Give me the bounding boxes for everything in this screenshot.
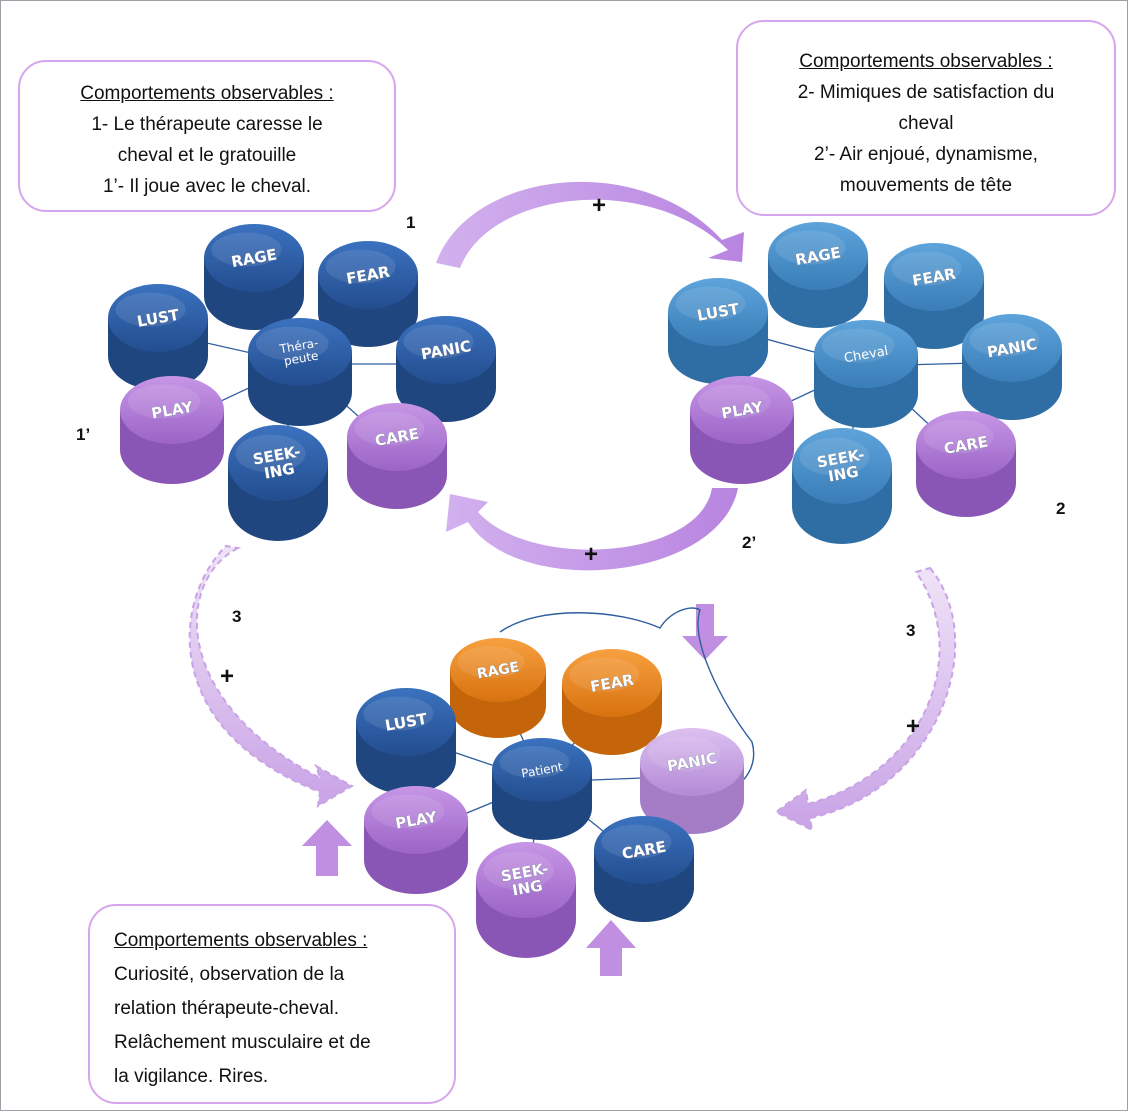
- patient-node-play: PLAY: [364, 786, 468, 894]
- horse-node-lust: LUST: [668, 278, 768, 384]
- arrow-horse-to-therapist: [446, 488, 738, 571]
- patient-node-care: CARE: [594, 816, 694, 922]
- callout-line: 2’- Air enjoué, dynamisme,: [814, 144, 1038, 165]
- callout-line: cheval et le gratouille: [117, 145, 297, 166]
- callout-therapist-behaviors: Comportements observables : 1- Le thérap…: [18, 60, 396, 212]
- label-3-right: 3: [906, 621, 915, 640]
- label-3-left: 3: [232, 607, 241, 626]
- node-label: ING: [827, 462, 860, 485]
- patient-node-seeking: SEEK-ING: [476, 842, 576, 958]
- label-1-prime: 1’: [76, 425, 90, 444]
- plus-middle: +: [584, 541, 598, 568]
- plus-top: +: [592, 192, 606, 219]
- therapist-node-seeking: SEEK-ING: [228, 425, 328, 541]
- callout-patient-behaviors: Comportements observables : Curiosité, o…: [88, 904, 456, 1104]
- therapist-node-play: PLAY: [120, 376, 224, 484]
- callout-line: la vigilance. Rires.: [114, 1066, 269, 1087]
- patient-node-rage: RAGE: [450, 638, 546, 738]
- callout-title: Comportements observables :: [80, 83, 334, 104]
- therapist-node-care: CARE: [347, 403, 447, 509]
- arrow-up-bottom: [586, 920, 636, 976]
- therapist-node-lust: LUST: [108, 284, 208, 390]
- plus-right: +: [906, 713, 920, 740]
- horse-node-seeking: SEEK-ING: [792, 428, 892, 544]
- arrow-therapist-to-horse: [436, 181, 744, 268]
- horse-node-fear: FEAR: [884, 243, 984, 349]
- callout-horse-behaviors: Comportements observables : 2- Mimiques …: [736, 20, 1116, 216]
- node-label: ING: [511, 876, 544, 899]
- node-label: RAGE: [476, 659, 521, 682]
- therapist-node-fear: FEAR: [318, 241, 418, 347]
- therapist-node-rage: RAGE: [204, 224, 304, 330]
- callout-line: 1’- Il joue avec le cheval.: [102, 176, 312, 197]
- horse-node-play: PLAY: [690, 376, 794, 484]
- plus-left: +: [220, 663, 234, 690]
- label-2: 2: [1056, 499, 1065, 518]
- callout-line: mouvements de tête: [839, 175, 1013, 196]
- brace-line: [499, 607, 755, 805]
- cylinder-nodes: RAGEFEARLUSTPANICPLAYCARESEEK-INGThéra-p…: [108, 222, 1062, 958]
- therapist-node-panic: PANIC: [396, 316, 496, 422]
- callout-line: Curiosité, observation de la: [114, 964, 345, 985]
- callout-line: relation thérapeute-cheval.: [114, 998, 339, 1019]
- patient-node-panic: PANIC: [640, 728, 744, 834]
- callout-line: cheval: [898, 113, 954, 134]
- horse-node-rage: RAGE: [768, 222, 868, 328]
- arrow-dashed-right: [774, 566, 957, 832]
- hub-label: peute: [283, 348, 320, 368]
- arrow-up-left: [302, 820, 352, 876]
- horse-hub: Cheval: [814, 320, 918, 428]
- arrow-down-center: [682, 604, 728, 660]
- patient-node-lust: LUST: [356, 688, 456, 794]
- label-2-prime: 2’: [742, 533, 756, 552]
- callout-line: 1- Le thérapeute caresse le: [91, 114, 323, 135]
- hub-label: Théra-: [278, 336, 320, 357]
- arrow-dashed-left: [188, 544, 355, 808]
- therapist-hub: Théra-peute: [248, 318, 352, 426]
- horse-node-care: CARE: [916, 411, 1016, 517]
- label-1: 1: [406, 213, 415, 232]
- patient-node-fear: FEAR: [562, 649, 662, 755]
- callout-title: Comportements observables :: [799, 51, 1053, 72]
- callout-line: Relâchement musculaire et de: [114, 1032, 371, 1053]
- patient-hub: Patient: [492, 738, 592, 840]
- horse-node-panic: PANIC: [962, 314, 1062, 420]
- callout-line: 2- Mimiques de satisfaction du: [797, 82, 1055, 103]
- callout-title: Comportements observables :: [114, 930, 368, 951]
- node-label: ING: [263, 459, 296, 482]
